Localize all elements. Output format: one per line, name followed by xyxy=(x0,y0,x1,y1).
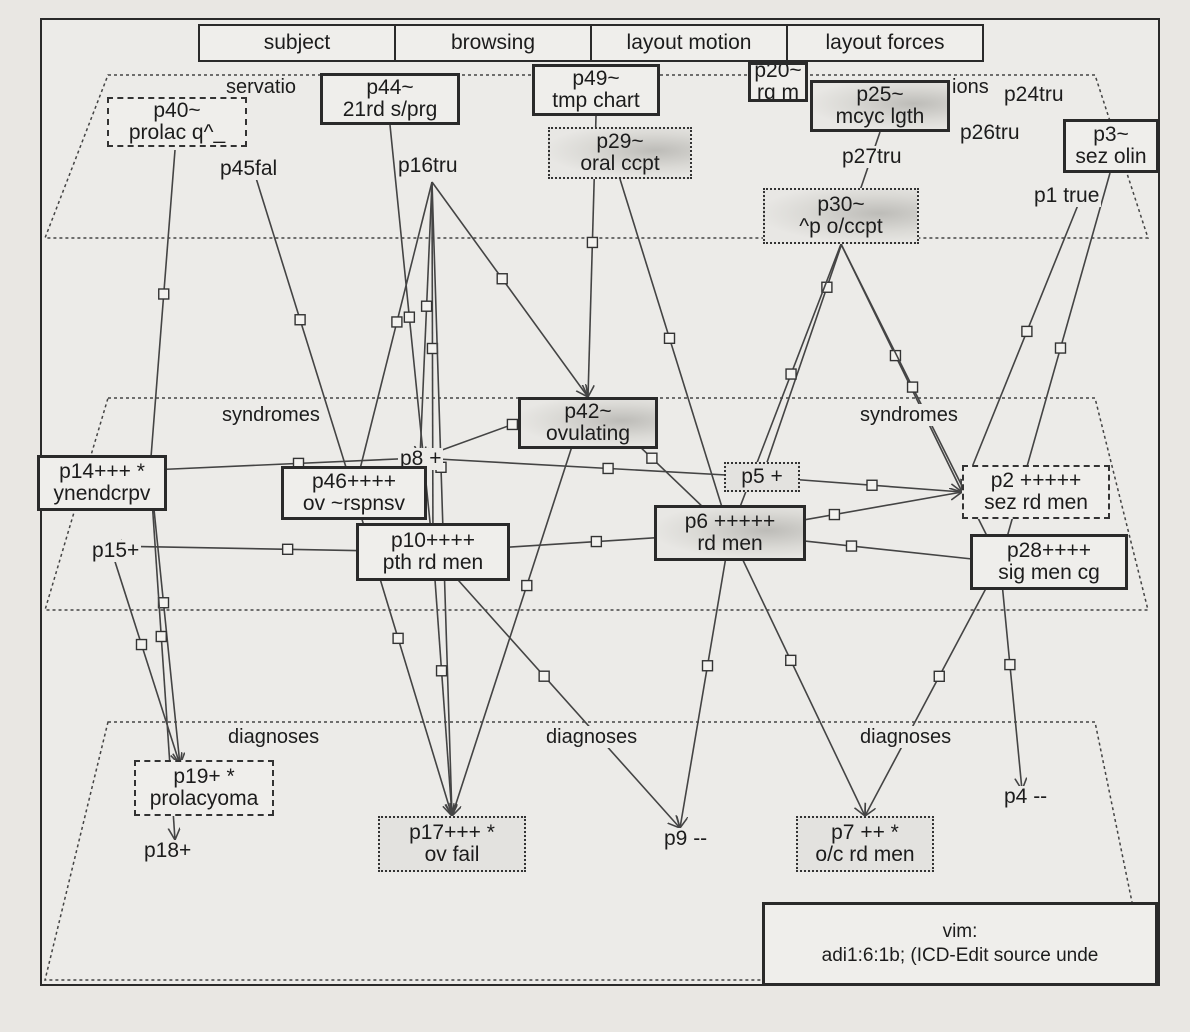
edge-handle-p30-p6[interactable] xyxy=(785,368,797,380)
node-p3[interactable]: p3~sez olin xyxy=(1063,119,1159,173)
plane-observations xyxy=(43,74,1150,239)
edge-handle-p6-p7[interactable] xyxy=(785,654,797,667)
edge-handle-p45-p46[interactable] xyxy=(294,314,306,326)
edge-p40-p14 xyxy=(150,149,176,470)
node-p19[interactable]: p19+ *prolacyoma xyxy=(134,760,274,816)
edge-p14-p19 xyxy=(149,469,180,765)
tab-browsing[interactable]: browsing xyxy=(394,24,592,62)
edge-p10-p9 xyxy=(432,551,680,828)
edge-handle-p30-p2[interactable] xyxy=(889,349,902,362)
node-p20[interactable]: p20~rq m xyxy=(748,62,808,102)
node-p40[interactable]: p40~prolac q^_ xyxy=(107,97,247,147)
edge-handle-p29-p6[interactable] xyxy=(663,332,676,344)
node-p49[interactable]: p49~tmp chart xyxy=(532,64,660,116)
node-p26[interactable]: p26tru xyxy=(958,121,1022,144)
node-p27[interactable]: p27tru xyxy=(840,145,904,168)
edge-handle-p16-p42[interactable] xyxy=(496,273,508,285)
node-p9[interactable]: p9 -- xyxy=(662,827,710,850)
edge-p16-p17 xyxy=(431,181,452,816)
edge-handle-p14-p18[interactable] xyxy=(155,630,167,643)
node-p14[interactable]: p14+++ *ynendcrpv xyxy=(37,455,167,511)
edge-handle-p2-p5[interactable] xyxy=(866,479,878,491)
node-p18[interactable]: p18+ xyxy=(142,839,194,862)
edge-p5-p8 xyxy=(420,458,763,478)
edge-handle-p6-p2[interactable] xyxy=(828,508,841,521)
node-p10[interactable]: p10++++pth rd men xyxy=(356,523,510,581)
status-panel: vim: adi1:6:1b; (ICD-Edit source unde xyxy=(762,902,1158,986)
node-p2[interactable]: p2 +++++sez rd men xyxy=(962,465,1110,519)
edge-p6-p7 xyxy=(729,532,865,816)
tab-layout-forces[interactable]: layout forces xyxy=(786,24,984,62)
edge-handle-p42-p6[interactable] xyxy=(646,452,658,464)
plane-label-diagnoses: diagnoses xyxy=(224,726,324,748)
edge-p42-p17 xyxy=(452,396,589,816)
node-p17[interactable]: p17+++ *ov fail xyxy=(378,816,526,872)
edge-handle-p6-p10[interactable] xyxy=(590,535,603,548)
node-p24[interactable]: p24tru xyxy=(1002,83,1066,106)
plane-label-diagnoses-mid: diagnoses xyxy=(542,726,642,748)
edge-handle-p40-p14[interactable] xyxy=(158,288,170,300)
edge-handle-p15-p19[interactable] xyxy=(135,638,148,651)
node-p7[interactable]: p7 ++ *o/c rd men xyxy=(796,816,934,872)
edge-p28-p4 xyxy=(999,561,1022,790)
plane-label-observations: servatio xyxy=(222,76,301,98)
node-p25[interactable]: p25~mcyc lgth xyxy=(810,80,950,132)
edge-p16-p8 xyxy=(420,181,433,458)
tab-subject[interactable]: subject xyxy=(198,24,396,62)
edge-handle-p28-p4[interactable] xyxy=(1004,658,1016,671)
edge-handle-p42-p8[interactable] xyxy=(506,418,519,431)
edge-p10-p17 xyxy=(432,551,452,816)
edge-handle-p10-p17[interactable] xyxy=(435,665,448,677)
edge-p6-p9 xyxy=(680,532,731,828)
edge-handle-p6-p9[interactable] xyxy=(701,660,714,672)
node-p16[interactable]: p16tru xyxy=(396,154,460,177)
node-p6[interactable]: p6 +++++rd men xyxy=(654,505,806,561)
node-p15[interactable]: p15+ xyxy=(90,539,142,562)
plane-label-syndromes: syndromes xyxy=(218,404,324,426)
edge-handle-p16-p46[interactable] xyxy=(391,316,403,328)
node-p46[interactable]: p46++++ov ~rspnsv xyxy=(281,466,427,520)
menu-bar: subject browsing layout motion layout fo… xyxy=(198,24,984,62)
edge-handle-p44-p10[interactable] xyxy=(403,311,416,323)
node-p45[interactable]: p45fal xyxy=(218,157,280,180)
plane-label-diagnoses-right: diagnoses xyxy=(856,726,956,748)
node-p44[interactable]: p44~21rd s/prg xyxy=(320,73,460,125)
edge-p28-p7 xyxy=(865,561,1001,816)
edge-p16-p46 xyxy=(354,181,433,493)
edge-handle-p1-p2[interactable] xyxy=(1021,325,1033,338)
node-p5[interactable]: p5 + xyxy=(724,462,800,492)
edge-handle-p5-p8[interactable] xyxy=(602,462,614,475)
tab-layout-motion[interactable]: layout motion xyxy=(590,24,788,62)
node-p29[interactable]: p29~oral ccpt xyxy=(548,127,692,179)
edge-handle-p42-p17[interactable] xyxy=(521,579,533,592)
edge-p16-p42 xyxy=(431,181,588,397)
plane-syndromes xyxy=(43,397,1149,611)
edge-p8-p14 xyxy=(150,457,421,470)
node-p42[interactable]: p42~ovulating xyxy=(518,397,658,449)
edge-handle-p10-p9[interactable] xyxy=(538,670,550,682)
edge-p16-p10 xyxy=(432,181,433,552)
node-p1[interactable]: p1 true xyxy=(1032,184,1102,207)
edge-handle-p28-p7[interactable] xyxy=(933,670,945,682)
edge-handle-p46-p17[interactable] xyxy=(392,632,404,645)
edge-handle-p16-p8[interactable] xyxy=(420,300,433,312)
status-line-2: adi1:6:1b; (ICD-Edit source unde xyxy=(821,945,1099,966)
edge-p15-p19 xyxy=(109,545,180,765)
edge-handle-p49-p42[interactable] xyxy=(586,236,599,249)
node-p28[interactable]: p28++++sig men cg xyxy=(970,534,1128,590)
node-p8[interactable]: p8 + xyxy=(398,447,444,470)
plane-label-syndromes-right: syndromes xyxy=(856,404,962,426)
node-p30[interactable]: p30~^p o/ccpt xyxy=(763,188,919,244)
plane-label-observations-right: ions xyxy=(948,76,993,98)
edge-handle-p30-p28[interactable] xyxy=(906,381,919,393)
edge-handle-p6-p28[interactable] xyxy=(845,540,858,552)
edge-handle-p16-p10[interactable] xyxy=(426,342,439,355)
edge-handle-p3-p28[interactable] xyxy=(1054,342,1067,354)
node-p4[interactable]: p4 -- xyxy=(1002,785,1050,808)
edge-p45-p46 xyxy=(255,177,354,493)
edge-p1-p2 xyxy=(962,199,1081,492)
status-line-1: vim: xyxy=(942,921,978,942)
edge-handle-p10-p15[interactable] xyxy=(281,543,294,555)
